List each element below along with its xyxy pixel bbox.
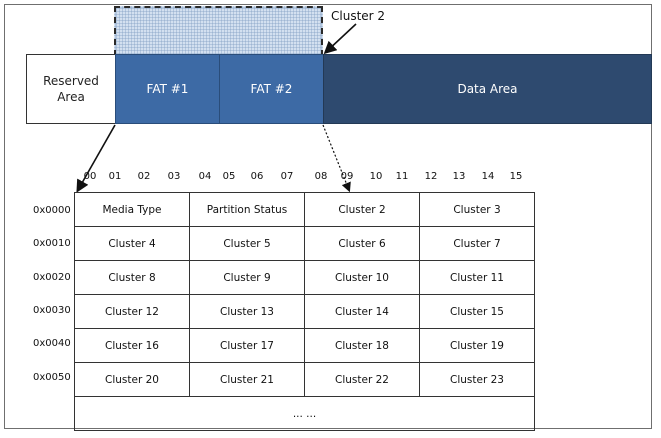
offset-10: 10 [369,171,383,182]
address-label: 0x0000 [33,205,71,216]
offset-14: 14 [481,171,495,182]
fat1-to-table-arrow [76,124,116,193]
table-cell: Cluster 23 [419,362,535,397]
offset-01: 01 [108,171,122,182]
fat1-block: FAT #1 [115,54,220,124]
offset-06: 06 [250,171,264,182]
reserved-area-label: Reserved Area [43,74,99,104]
offset-09: 09 [340,171,354,182]
offset-07: 07 [280,171,294,182]
table-cell: Cluster 8 [74,260,190,295]
data-area-label: Data Area [457,82,518,96]
table-cell: Cluster 3 [419,192,535,227]
offset-05: 05 [222,171,236,182]
address-label: 0x0040 [33,338,71,350]
table-cell: Cluster 14 [304,294,420,329]
ellipsis-row: ... ... [74,396,535,431]
table-cell: Cluster 20 [74,362,190,397]
table-cell: Cluster 21 [189,362,305,397]
offset-11: 11 [395,171,409,182]
table-cell: Cluster 6 [304,226,420,261]
offset-15: 15 [509,171,523,182]
table-cell: Cluster 10 [304,260,420,295]
ellipsis-cell: ... ... [74,396,535,431]
table-cell: Cluster 12 [74,294,190,329]
table-cell: Cluster 11 [419,260,535,295]
table-cell: Cluster 7 [419,226,535,261]
table-cell: Cluster 13 [189,294,305,329]
table-cell: Cluster 17 [189,328,305,363]
offset-12: 12 [424,171,438,182]
cluster-2-label: Cluster 2 [331,9,386,23]
table-cell: Cluster 22 [304,362,420,397]
table-cell: Partition Status [189,192,305,227]
offset-13: 13 [452,171,466,182]
offset-08: 08 [314,171,328,182]
cluster-label-arrow [323,23,357,55]
offset-02: 02 [137,171,151,182]
offset-00: 00 [83,171,97,182]
offset-04: 04 [198,171,212,182]
address-label: 0x0010 [33,238,71,250]
table-cell: Cluster 2 [304,192,420,227]
table-cell: Cluster 5 [189,226,305,261]
table-cell: Cluster 19 [419,328,535,363]
byte-offset-header: 00 01 02 03 04 05 06 07 08 09 10 11 12 13 14 15 [0,171,661,185]
table-cell: Cluster 16 [74,328,190,363]
address-label: 0x0030 [33,304,71,316]
fat1-label: FAT #1 [146,82,189,96]
cluster-2-highlight [114,6,323,56]
data-area-block: Data Area [323,54,652,124]
address-label: 0x0050 [33,371,71,383]
table-cell: Cluster 15 [419,294,535,329]
fat2-block: FAT #2 [219,54,324,124]
address-label: 0x0020 [33,271,71,283]
table-cell: Cluster 4 [74,226,190,261]
fat2-label: FAT #2 [250,82,293,96]
table-cell: Media Type [74,192,190,227]
table-cell: Cluster 9 [189,260,305,295]
offset-03: 03 [167,171,181,182]
table-cell: Cluster 18 [304,328,420,363]
